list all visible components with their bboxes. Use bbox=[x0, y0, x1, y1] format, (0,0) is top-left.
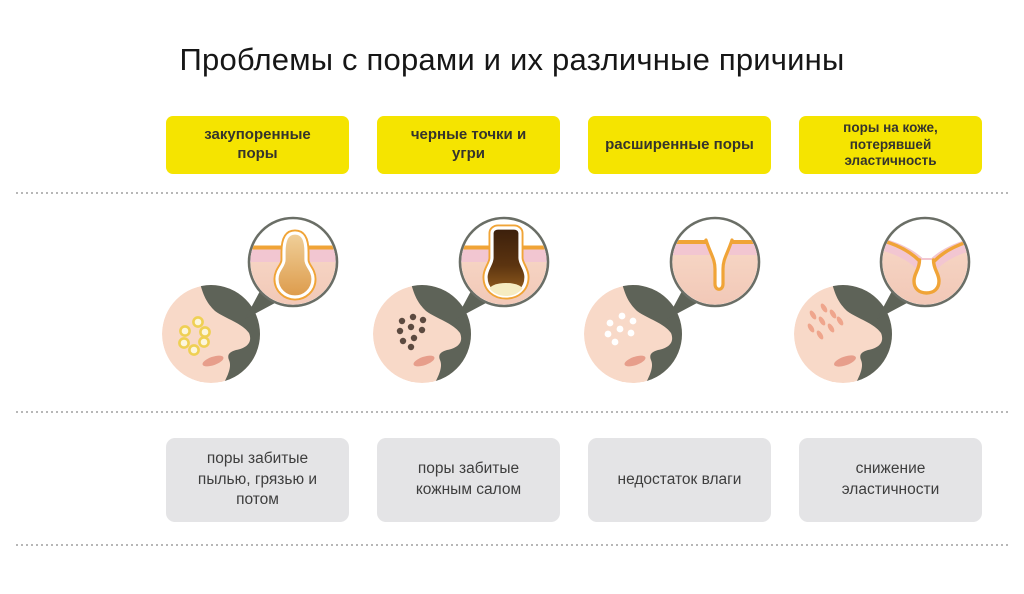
mouth-icon bbox=[624, 355, 646, 367]
problem-label-blackheads: черные точки и угри bbox=[377, 116, 560, 174]
mouth-icon bbox=[834, 355, 856, 367]
nose-sagging-pores-illustration-icon bbox=[794, 216, 971, 383]
nose-clogged-pores-illustration-icon bbox=[162, 216, 339, 383]
nose-profile-icon bbox=[794, 285, 892, 383]
nose-enlarged-pores-illustration-icon bbox=[584, 216, 761, 383]
mouth-icon bbox=[202, 355, 224, 367]
problem-label-clogged-pores: закупоренные поры bbox=[166, 116, 349, 174]
cause-box-moisture: недостаток влаги bbox=[588, 438, 771, 522]
page-title: Проблемы с порами и их различные причины bbox=[179, 42, 845, 77]
cause-box-dirt: поры забитые пылью, грязью и потом bbox=[166, 438, 349, 522]
enlarged-pore-dots-icon bbox=[604, 312, 637, 346]
dotted-divider-bottom bbox=[16, 544, 1008, 546]
sagging-pore-cross-section-icon bbox=[882, 237, 968, 305]
mouth-icon bbox=[413, 355, 435, 367]
nose-profile-icon bbox=[584, 285, 682, 383]
cause-box-sebum: поры забитые кожным салом bbox=[377, 438, 560, 522]
nose-profile-icon bbox=[373, 285, 471, 383]
problem-label-lost-elasticity: поры на коже, потерявшей эластичность bbox=[799, 116, 982, 174]
sagging-pore-marks-icon bbox=[807, 303, 844, 340]
nose-blackheads-illustration-icon bbox=[373, 216, 550, 383]
cause-box-elasticity: снижение эластичности bbox=[799, 438, 982, 522]
nose-profile-icon bbox=[162, 285, 260, 383]
clogged-pore-dots-icon bbox=[178, 316, 211, 356]
blackhead-dots-icon bbox=[396, 313, 427, 351]
dotted-divider-middle bbox=[16, 411, 1008, 413]
blackhead-pore-cross-section-icon bbox=[461, 224, 547, 305]
dotted-divider-top bbox=[16, 192, 1008, 194]
problem-label-enlarged-pores: расширенные поры bbox=[588, 116, 771, 174]
